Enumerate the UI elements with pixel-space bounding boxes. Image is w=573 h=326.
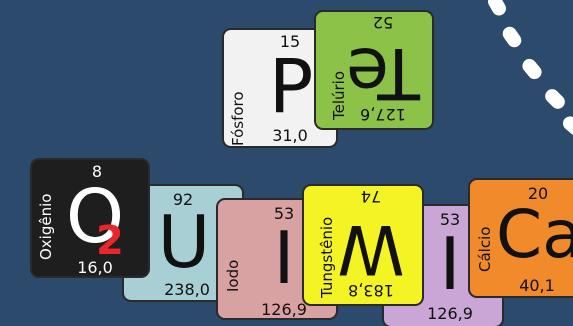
element-name: Iodo bbox=[224, 259, 242, 292]
atomic-number: 20 bbox=[527, 184, 549, 203]
atomic-mass: 126,9 bbox=[261, 300, 307, 319]
element-tile-tungstenio: 74 W Tungstênio 183,8 bbox=[302, 184, 424, 306]
atomic-mass: 183,8 bbox=[348, 281, 394, 300]
element-name: Oxigênio bbox=[37, 193, 55, 260]
atomic-number: 15 bbox=[279, 32, 301, 51]
element-symbol: I bbox=[439, 222, 461, 306]
atomic-mass: 16,0 bbox=[77, 258, 113, 277]
element-tile-calcio: 20 Ca Cálcio 40,1 bbox=[468, 178, 573, 298]
atomic-number: 53 bbox=[439, 210, 461, 229]
atomic-mass: 126,9 bbox=[427, 304, 473, 323]
atomic-number: 74 bbox=[360, 187, 382, 206]
atomic-mass: 238,0 bbox=[164, 280, 210, 299]
element-symbol: U bbox=[157, 200, 211, 284]
atomic-number: 53 bbox=[273, 204, 295, 223]
element-symbol: Ca bbox=[496, 196, 573, 273]
atomic-number: 52 bbox=[372, 13, 394, 32]
atomic-number: 8 bbox=[91, 162, 103, 181]
atomic-mass: 127,6 bbox=[360, 105, 406, 124]
element-tile-telurio: 52 Te Telúrio 127,6 bbox=[314, 10, 434, 130]
element-symbol: O bbox=[65, 174, 125, 260]
element-tile-oxigenio: 8 O 2 Oxigênio 16,0 bbox=[30, 158, 150, 278]
element-subscript: 2 bbox=[96, 218, 124, 264]
atomic-number: 92 bbox=[172, 190, 194, 209]
element-symbol: I bbox=[273, 216, 295, 300]
element-symbol: P bbox=[268, 44, 314, 130]
element-name: Cálcio bbox=[476, 226, 494, 272]
atomic-mass: 31,0 bbox=[272, 126, 308, 145]
atomic-mass: 40,1 bbox=[519, 276, 555, 295]
